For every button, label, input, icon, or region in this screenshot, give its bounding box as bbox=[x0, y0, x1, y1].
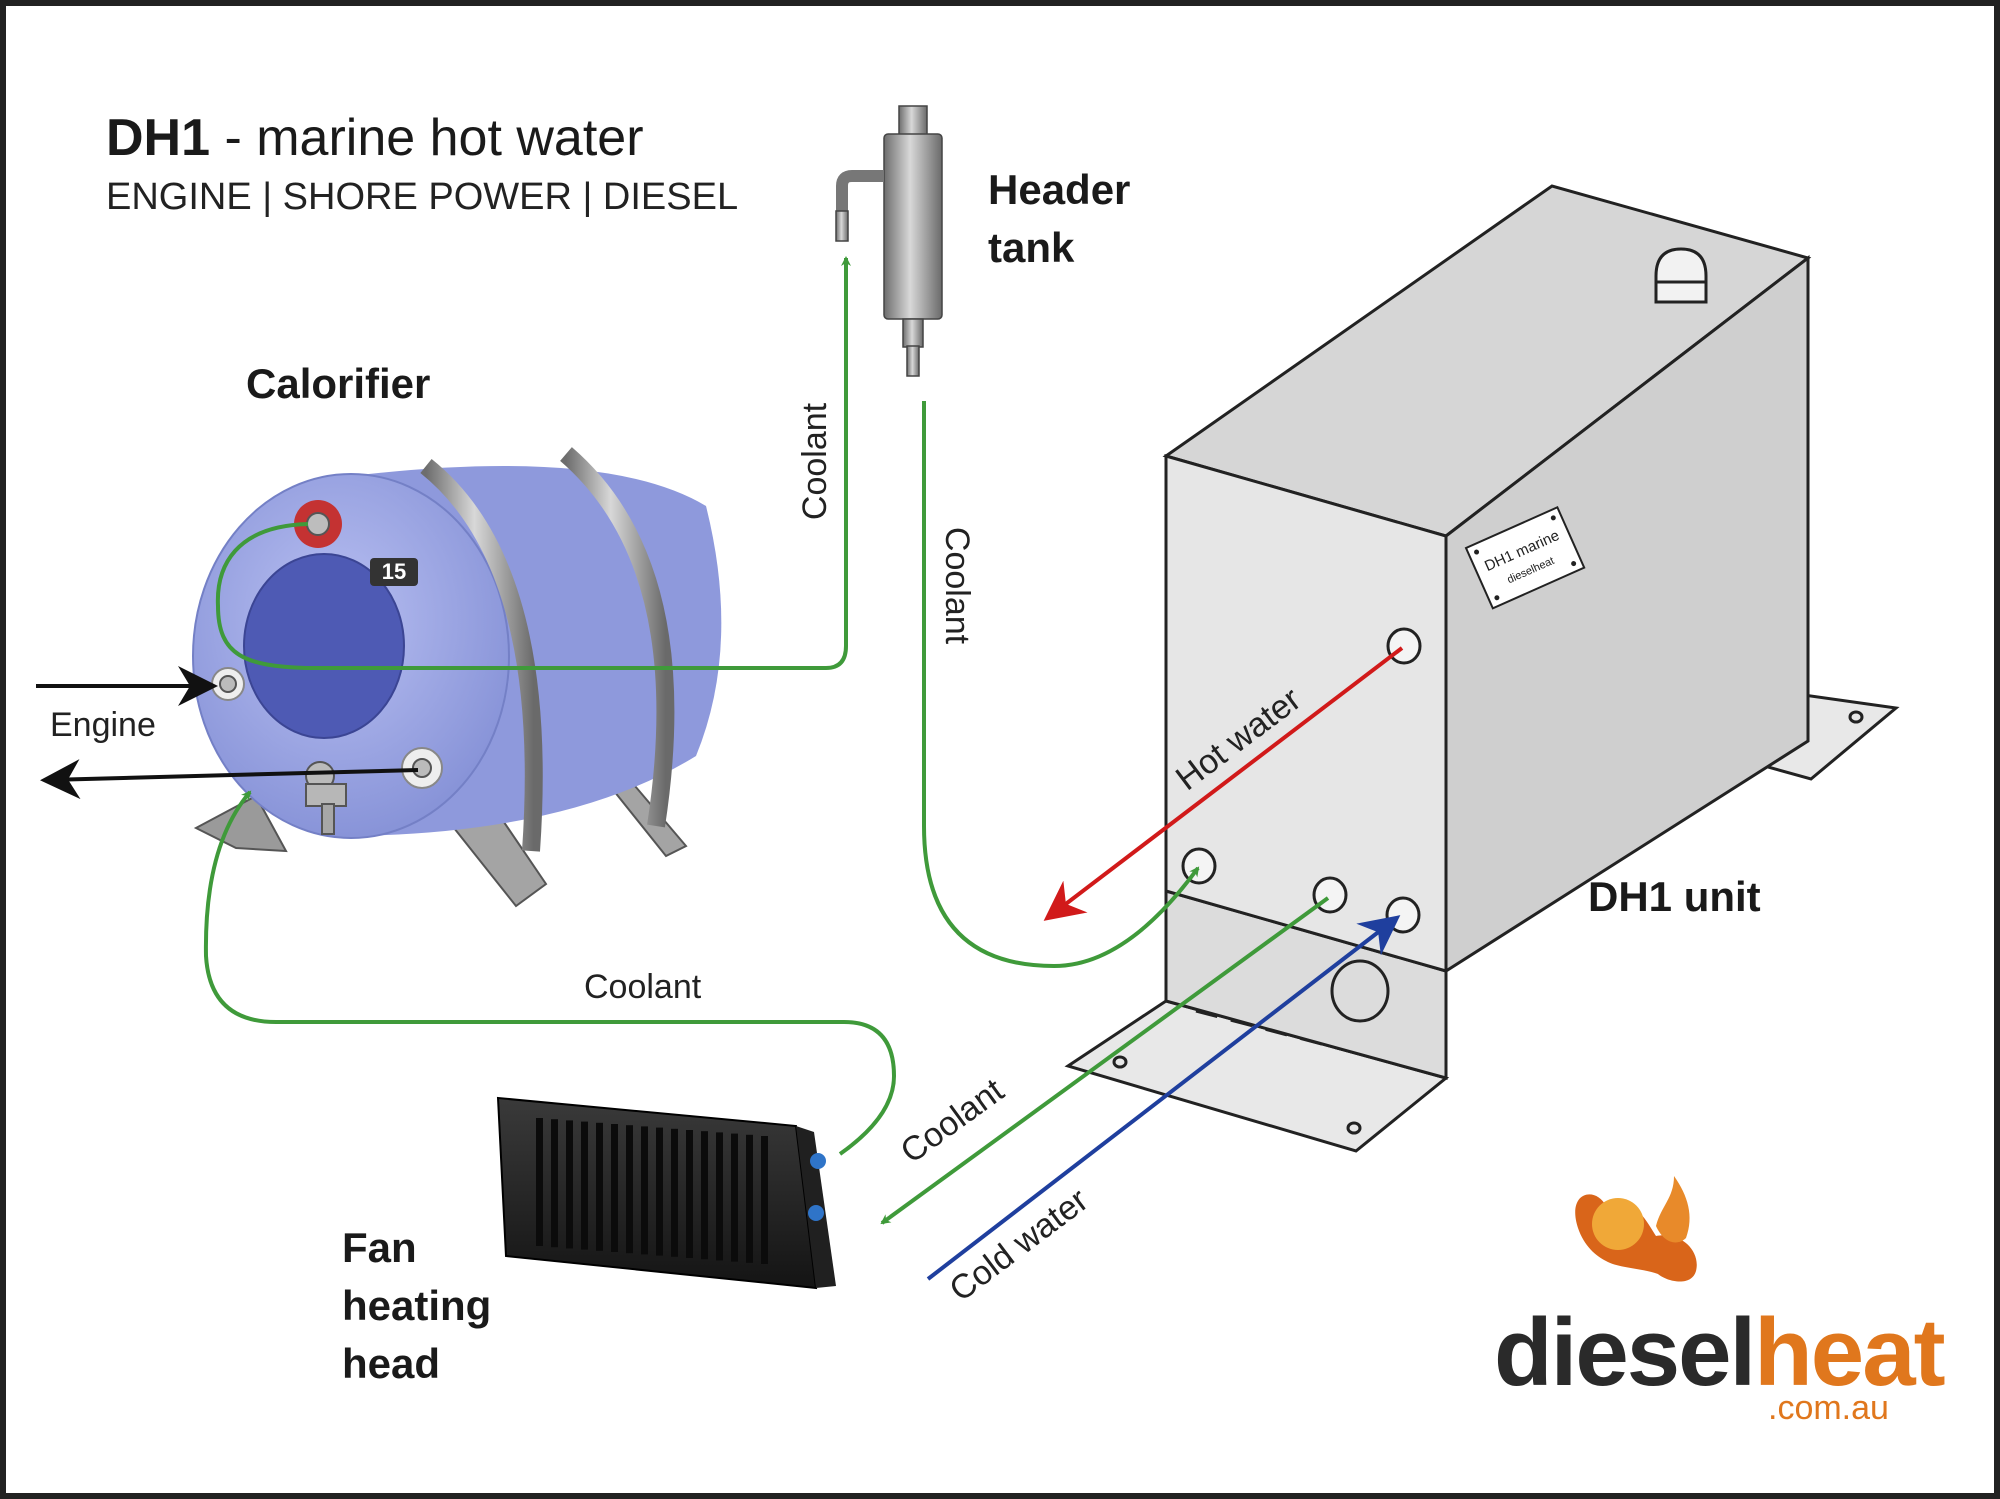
hot-water-line bbox=[1043, 646, 1404, 921]
engine-out-line bbox=[40, 759, 419, 800]
label-header-tank-line1: Header bbox=[988, 166, 1131, 213]
fan-heating-head bbox=[496, 1096, 836, 1290]
fan-fin bbox=[671, 1128, 678, 1257]
coolant-line-to-header bbox=[215, 256, 851, 670]
label-coolant-bottom: Coolant bbox=[584, 968, 702, 1006]
calorifier-badge: 15 bbox=[382, 559, 406, 584]
label-fan-line1: Fan bbox=[342, 1224, 417, 1271]
fan-fin bbox=[551, 1119, 558, 1248]
label-header-tank: Header tank bbox=[988, 161, 1130, 277]
logo-domain: .com.au bbox=[1768, 1389, 1889, 1427]
unit-name-plate: DH1 marine dieselheat bbox=[1464, 506, 1586, 610]
label-calorifier: Calorifier bbox=[246, 360, 431, 407]
fan-fin bbox=[581, 1121, 588, 1250]
label-fan-line3: head bbox=[342, 1340, 441, 1387]
fan-fin bbox=[731, 1133, 738, 1262]
filler-cap bbox=[1654, 247, 1708, 304]
label-coolant-vertical-right: Coolant bbox=[938, 526, 977, 645]
coolant-line-header-to-unit bbox=[922, 401, 1200, 969]
dh1-unit: DH1 marine dieselheat bbox=[1064, 184, 1900, 1153]
label-header-tank-line2: tank bbox=[988, 224, 1075, 271]
fan-fin bbox=[536, 1118, 543, 1246]
fan-fin bbox=[626, 1125, 633, 1254]
diagram-graphics: DH1 marine dieselheat 15 bbox=[36, 105, 1900, 1290]
fan-fin bbox=[656, 1127, 663, 1256]
logo-part2: heat bbox=[1754, 1299, 1945, 1406]
label-fan-line2: heating bbox=[342, 1282, 492, 1329]
dieselheat-logo-text: dieselheat bbox=[1494, 1298, 1946, 1408]
header-tank bbox=[835, 105, 943, 377]
cold-water-line bbox=[926, 915, 1401, 1281]
label-coolant-vertical-left: Coolant bbox=[796, 402, 835, 521]
coolant-line-unit-to-fan bbox=[880, 896, 1330, 1225]
dieselheat-logo-mark bbox=[1575, 1176, 1697, 1282]
fan-fin bbox=[596, 1122, 603, 1251]
fan-fin bbox=[716, 1132, 723, 1261]
fan-fin bbox=[761, 1136, 768, 1264]
fan-fin bbox=[611, 1124, 618, 1252]
logo-part1: diesel bbox=[1494, 1299, 1756, 1406]
label-fan-heating-head: Fan heating head bbox=[342, 1219, 491, 1393]
fan-fin bbox=[701, 1131, 708, 1260]
fan-fin bbox=[566, 1120, 573, 1249]
coolant-line-fan-to-calorifier bbox=[203, 790, 897, 1156]
label-dh1-unit: DH1 unit bbox=[1588, 873, 1761, 920]
page-subtitle: ENGINE | SHORE POWER | DIESEL bbox=[106, 176, 739, 218]
calorifier-tank: 15 bbox=[192, 447, 722, 908]
title-rest: - marine hot water bbox=[210, 109, 644, 167]
fan-fin bbox=[686, 1130, 693, 1258]
fan-fin bbox=[746, 1134, 753, 1263]
label-engine: Engine bbox=[50, 706, 156, 744]
fan-fin bbox=[641, 1126, 648, 1255]
page-title: DH1 - marine hot water bbox=[106, 108, 644, 168]
title-bold: DH1 bbox=[106, 109, 211, 167]
